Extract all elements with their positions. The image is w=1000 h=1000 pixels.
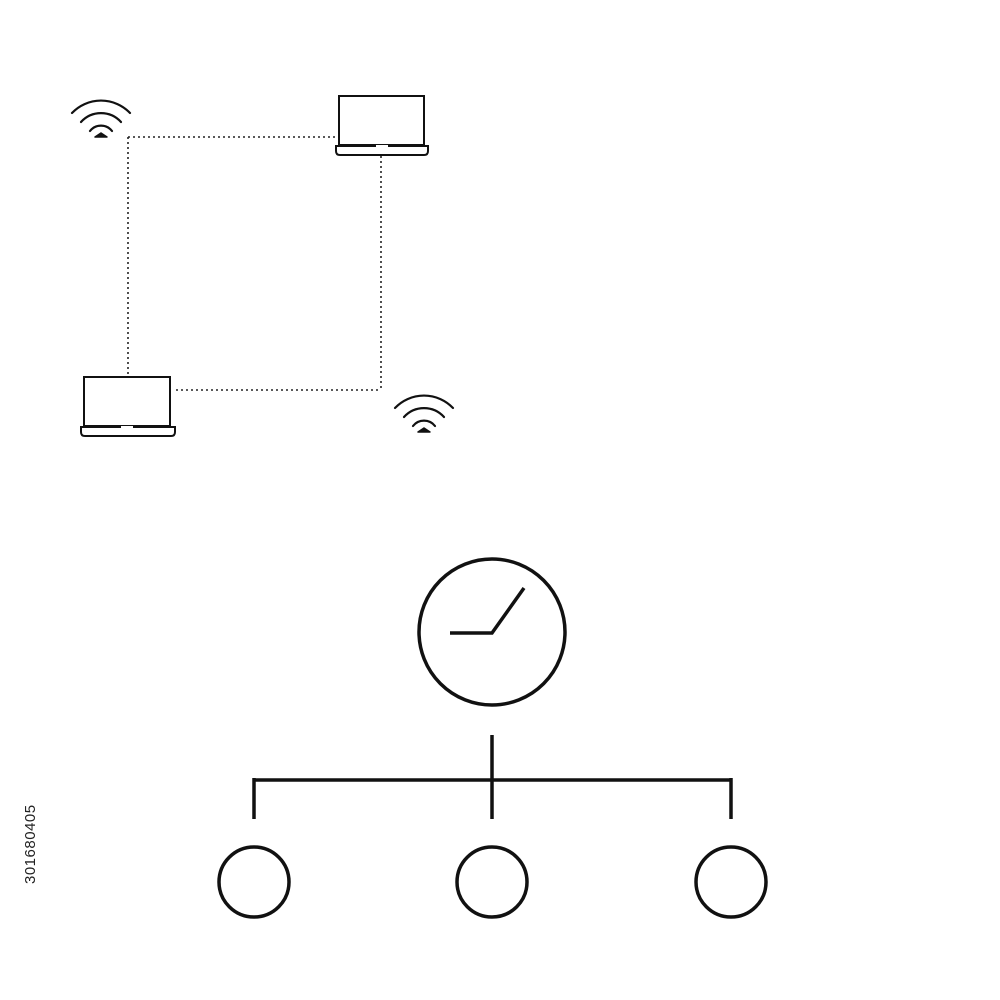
hierarchy-connectors xyxy=(252,735,733,819)
laptop-icon xyxy=(80,376,176,437)
laptop-icon xyxy=(335,95,429,156)
child-node-right xyxy=(694,845,768,919)
child-node-middle xyxy=(455,845,529,919)
wifi-icon xyxy=(70,99,132,138)
clock-icon xyxy=(417,557,567,707)
wifi-icon xyxy=(393,394,455,433)
side-id-text: 301680405 xyxy=(22,804,39,884)
network-connections xyxy=(127,136,382,391)
hierarchy-diagram xyxy=(217,557,768,919)
child-node-left xyxy=(217,845,291,919)
